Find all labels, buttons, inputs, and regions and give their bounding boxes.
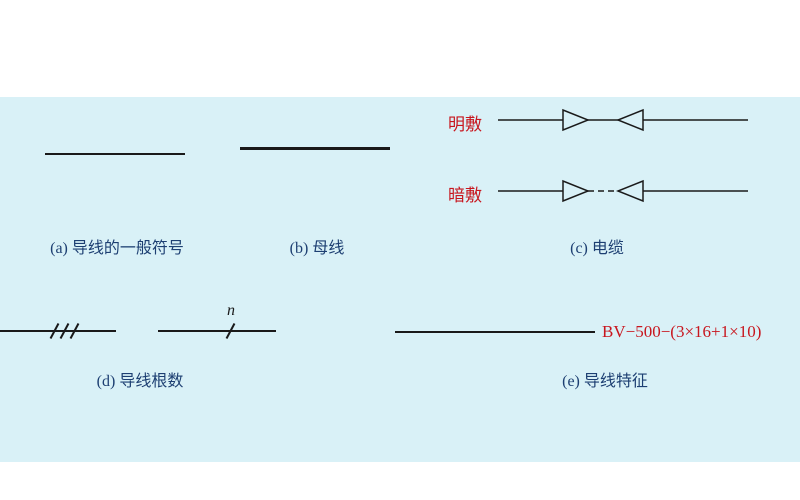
caption-d: (d) 导线根数 — [96, 373, 184, 390]
wire-count-line-three — [0, 330, 116, 332]
triangle-left-icon — [615, 108, 644, 132]
exposed-label: 明敷 — [448, 115, 482, 134]
diagram-panel — [0, 97, 800, 462]
wire-count-line-n — [158, 330, 276, 332]
triangle-right-icon — [562, 108, 591, 132]
triangle-right-icon — [562, 179, 591, 203]
wire-spec-line — [395, 331, 595, 333]
caption-c: (c) 电缆 — [570, 240, 624, 257]
cable-concealed-symbol — [498, 179, 748, 203]
busbar-line — [240, 147, 390, 150]
caption-b: (b) 母线 — [289, 240, 345, 257]
cable-exposed-symbol — [498, 108, 748, 132]
wire-count-n: n — [227, 302, 235, 319]
concealed-label: 暗敷 — [448, 186, 482, 205]
wire-spec-text: BV−500−(3×16+1×10) — [602, 322, 762, 341]
caption-e: (e) 导线特征 — [562, 373, 648, 390]
triangle-left-icon — [615, 179, 644, 203]
wire-general-symbol-line — [45, 153, 185, 155]
caption-a: (a) 导线的一般符号 — [50, 240, 184, 257]
